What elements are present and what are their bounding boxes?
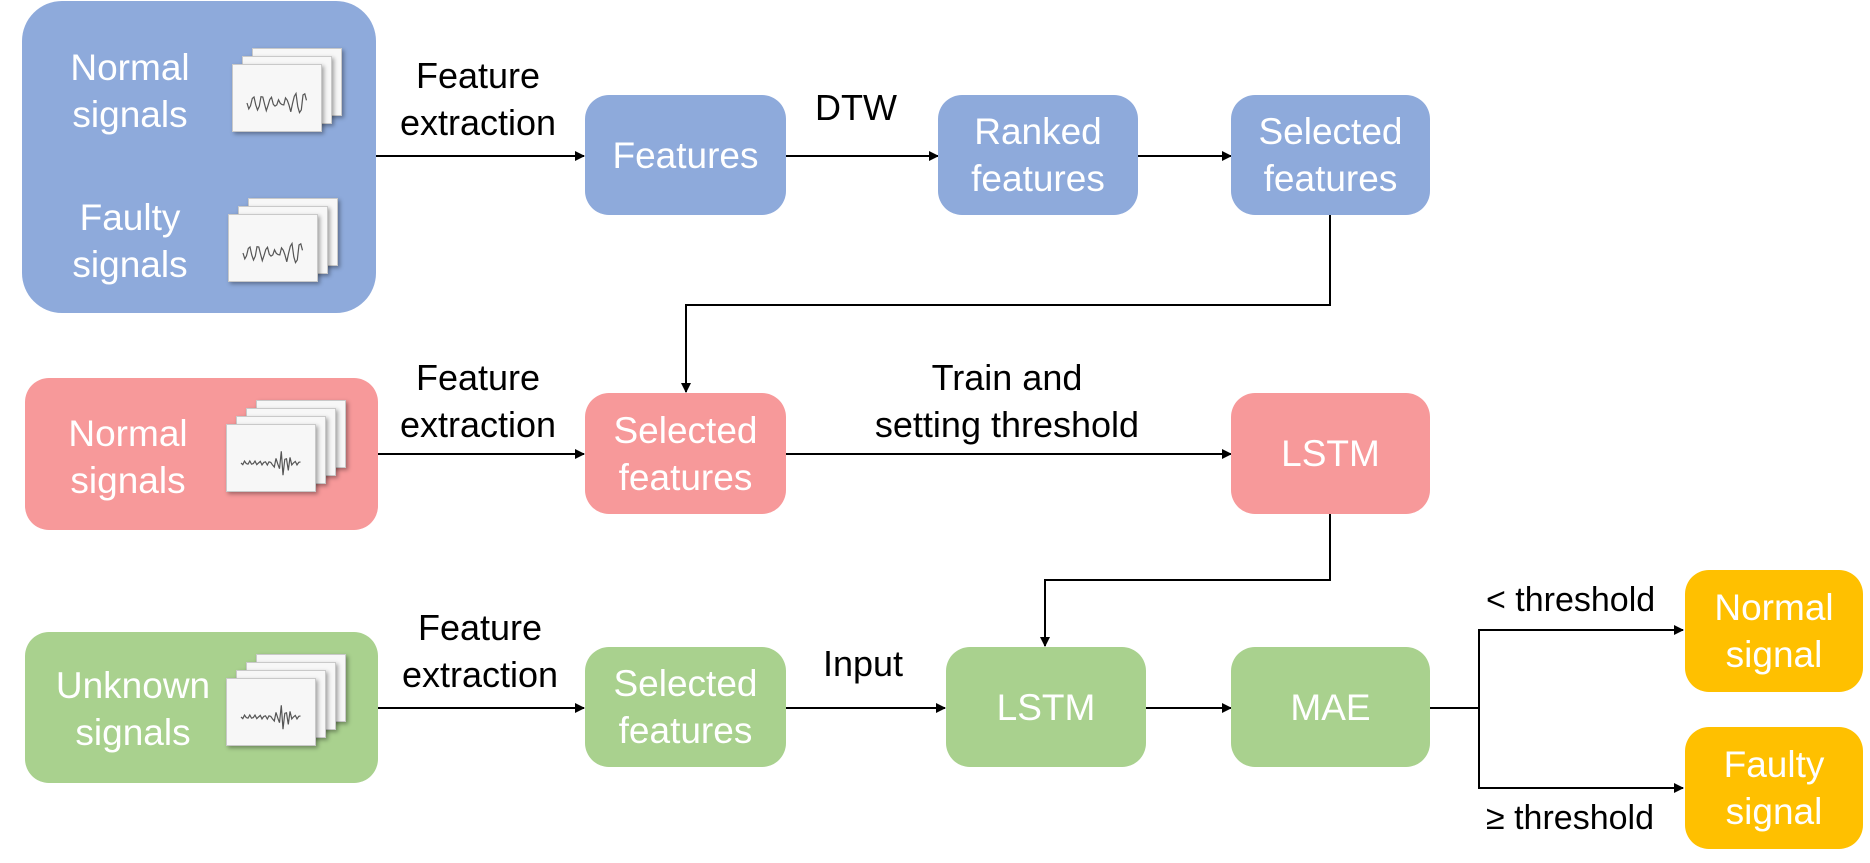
row3-selected-features-box: Selected features: [585, 647, 786, 767]
waveform-icon: [240, 705, 301, 730]
row2-selected-features-box: Selected features: [585, 393, 786, 514]
row1-faulty-signals-label: Faulty signals: [72, 197, 188, 285]
signal-page: [228, 214, 318, 282]
input-label: Input: [822, 643, 904, 684]
waveform-icon: [246, 91, 308, 115]
row1-normal-signal-stack-icon: [232, 40, 352, 136]
unknown-signals-label: Unknown signals: [55, 665, 211, 753]
below-threshold-label: < threshold: [1486, 581, 1656, 619]
signal-page: [226, 678, 316, 746]
row1-normal-signals-label: Normal signals: [70, 47, 190, 135]
waveform-icon: [242, 241, 304, 265]
arrow-to-normal-output: [1478, 625, 1684, 708]
waveform-icon: [240, 451, 301, 476]
above-threshold-label: ≥ threshold: [1486, 799, 1654, 837]
arrow-to-faulty-output: [1478, 708, 1684, 793]
row2-normal-signal-stack-icon: [226, 400, 356, 510]
row1-feature-extraction-label: Feature extraction: [399, 55, 557, 143]
arrow-lstm-to-row3: [1040, 514, 1331, 647]
row3-unknown-signal-stack-icon: [226, 654, 356, 764]
ranked-features-box: Ranked features: [938, 95, 1138, 215]
normal-signal-output-box: Normal signal: [1685, 570, 1863, 692]
dtw-label: DTW: [815, 87, 897, 128]
row2-feature-extraction-label: Feature extraction: [399, 357, 557, 445]
signal-page: [232, 64, 322, 132]
row1-faulty-signal-stack-icon: [228, 190, 348, 286]
row3-lstm-box: LSTM: [946, 647, 1146, 767]
mae-box: MAE: [1231, 647, 1430, 767]
row1-selected-features-box: Selected features: [1231, 95, 1430, 215]
arrow-selected-to-row2: [681, 214, 1331, 393]
features-box: Features: [585, 95, 786, 215]
row2-lstm-box: LSTM: [1231, 393, 1430, 514]
row3-feature-extraction-label: Feature extraction: [401, 607, 559, 695]
train-threshold-label: Train and setting threshold: [874, 357, 1140, 445]
signal-page: [226, 424, 316, 492]
faulty-signal-output-box: Faulty signal: [1685, 727, 1863, 849]
row2-normal-signals-label: Normal signals: [68, 413, 188, 501]
